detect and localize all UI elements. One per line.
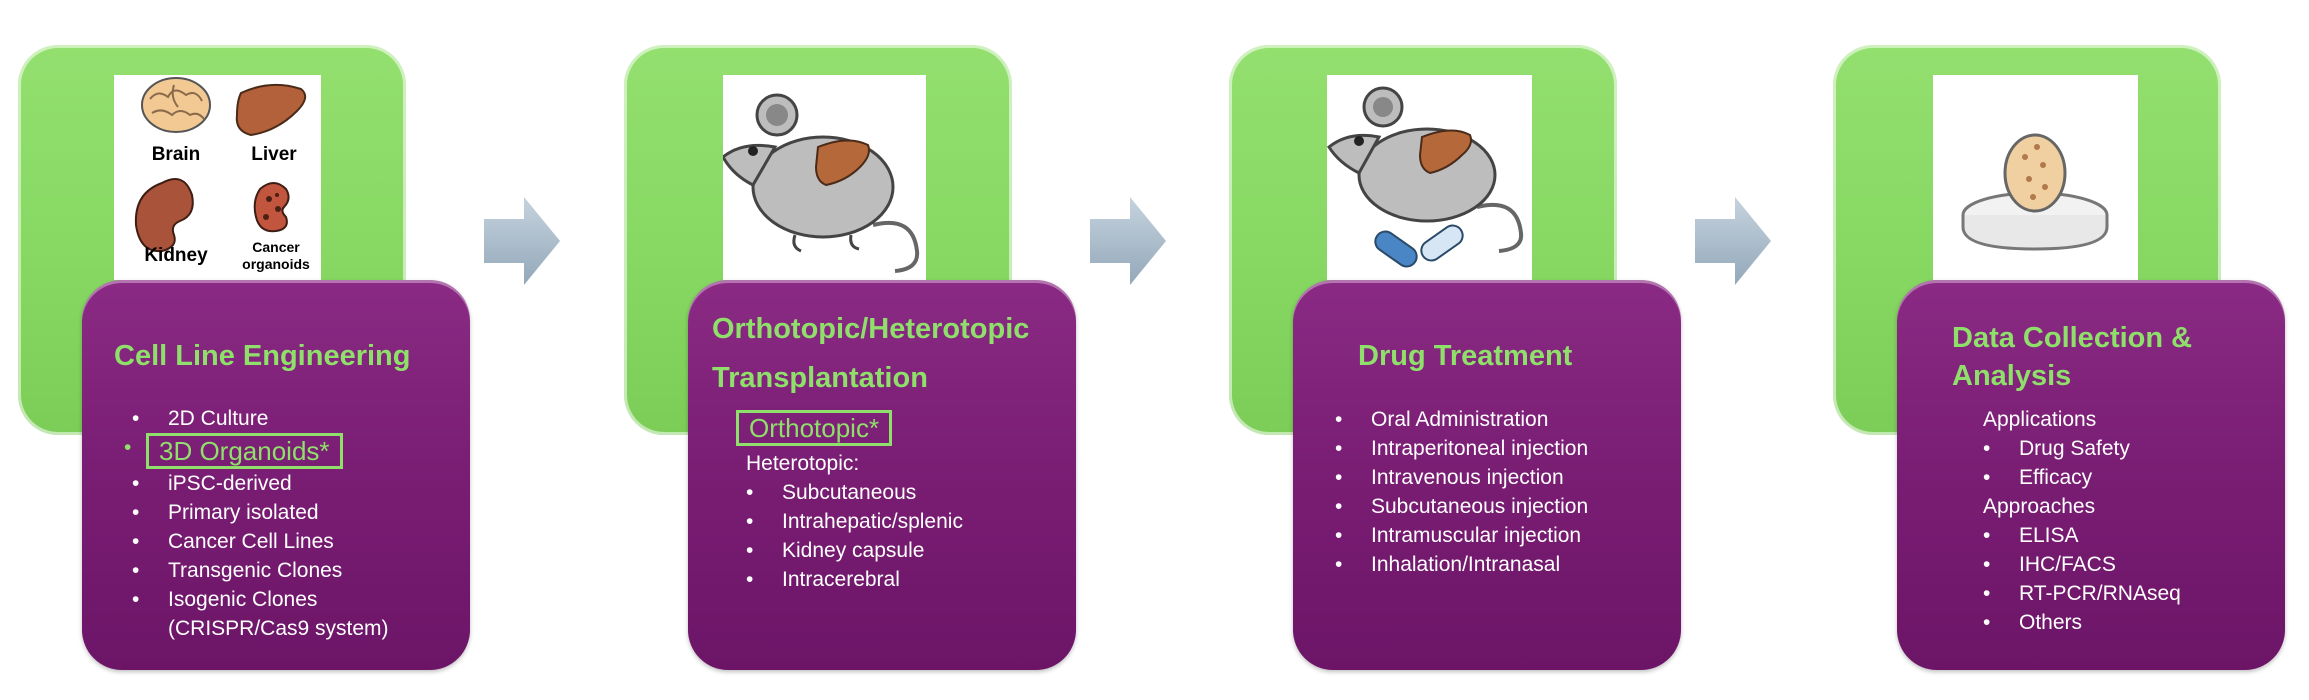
- pill-capsules-icon: [1374, 224, 1464, 268]
- flow-arrow-icon: [484, 197, 560, 285]
- group-heading: Approaches: [1983, 495, 2096, 518]
- list-item: Intravenous injection: [1335, 463, 1675, 492]
- liver-icon: [235, 83, 307, 137]
- list-item: Subcutaneous: [746, 478, 1066, 507]
- cancer-organoid-icon: [253, 182, 290, 233]
- highlight-box: 3D Organoids*: [146, 433, 343, 469]
- stage-cell-line-engineering: Brain Liver Kidney Cancer organoids Cell…: [18, 0, 608, 700]
- list-item: Others: [1983, 608, 2273, 637]
- list-item: Inhalation/Intranasal: [1335, 550, 1675, 579]
- mouse-liver-icon: [721, 93, 920, 273]
- list-item: Transgenic Clones: [132, 556, 462, 585]
- petri-dish-icon: [1961, 133, 2109, 251]
- flow-arrow-icon: [1090, 197, 1166, 285]
- list-item: Isogenic Clones: [132, 585, 462, 614]
- stage-body: Applications Drug Safety Efficacy Approa…: [1983, 405, 2273, 637]
- mouse-liver-icon: [1327, 86, 1524, 253]
- list-item: Intrahepatic/splenic: [746, 507, 1066, 536]
- list-item: 2D Culture: [132, 404, 462, 433]
- list-item: Intramuscular injection: [1335, 521, 1675, 550]
- stage-title: Cell Line Engineering: [114, 340, 411, 372]
- list-item-highlight: 3D Organoids*: [124, 433, 462, 469]
- list-item: Kidney capsule: [746, 536, 1066, 565]
- list-item: RT-PCR/RNAseq: [1983, 579, 2273, 608]
- list-item: Subcutaneous injection: [1335, 492, 1675, 521]
- flow-arrow-icon: [1695, 197, 1771, 285]
- list-item: Drug Safety: [1983, 434, 2273, 463]
- organ-label-brain: Brain: [152, 144, 201, 165]
- list-item: Cancer Cell Lines: [132, 527, 462, 556]
- subheading: Heterotopic:: [746, 452, 860, 475]
- organ-label-kidney: Kidney: [144, 245, 208, 266]
- mouse-illustration-panel: [721, 75, 926, 280]
- stage-title-line1: Orthotopic/Heterotopic: [712, 313, 1030, 345]
- petri-dish-illustration-panel: [1933, 75, 2138, 280]
- stage-title-line2: Transplantation: [712, 362, 928, 394]
- group-heading: Applications: [1983, 408, 2097, 431]
- brain-icon: [141, 77, 211, 133]
- list-item: Oral Administration: [1335, 405, 1675, 434]
- list-item: Efficacy: [1983, 463, 2273, 492]
- list-item: Intraperitoneal injection: [1335, 434, 1675, 463]
- stage-title: Drug Treatment: [1358, 340, 1573, 372]
- organ-label-organoids: organoids: [242, 256, 310, 272]
- stage-drug-treatment: Drug Treatment Oral Administration Intra…: [1229, 0, 1819, 700]
- stage-body: Orthotopic* Heterotopic: Subcutaneous In…: [736, 410, 1066, 594]
- mouse-drug-illustration-panel: [1327, 75, 1532, 280]
- stage-body: 2D Culture 3D Organoids* iPSC-derived Pr…: [124, 404, 462, 643]
- stage-data-collection: Data Collection & Analysis Applications …: [1833, 0, 2309, 700]
- list-item: Intracerebral: [746, 565, 1066, 594]
- stage-title-line2: Analysis: [1952, 360, 2072, 392]
- list-item: Primary isolated: [132, 498, 462, 527]
- organ-label-liver: Liver: [251, 144, 297, 165]
- organ-label-cancer: Cancer: [252, 239, 300, 255]
- list-item: ELISA: [1983, 521, 2273, 550]
- stage-body: Oral Administration Intraperitoneal inje…: [1335, 405, 1675, 579]
- organ-illustration-panel: Brain Liver Kidney Cancer organoids: [114, 75, 321, 280]
- list-item-note: (CRISPR/Cas9 system): [168, 617, 389, 640]
- list-item: IHC/FACS: [1983, 550, 2273, 579]
- stage-transplantation: Orthotopic/Heterotopic Transplantation O…: [624, 0, 1214, 700]
- list-item: iPSC-derived: [132, 469, 462, 498]
- purple-card: [688, 280, 1076, 670]
- stage-title-line1: Data Collection &: [1952, 322, 2193, 354]
- highlight-box: Orthotopic*: [736, 410, 893, 446]
- kidney-icon: [134, 178, 194, 253]
